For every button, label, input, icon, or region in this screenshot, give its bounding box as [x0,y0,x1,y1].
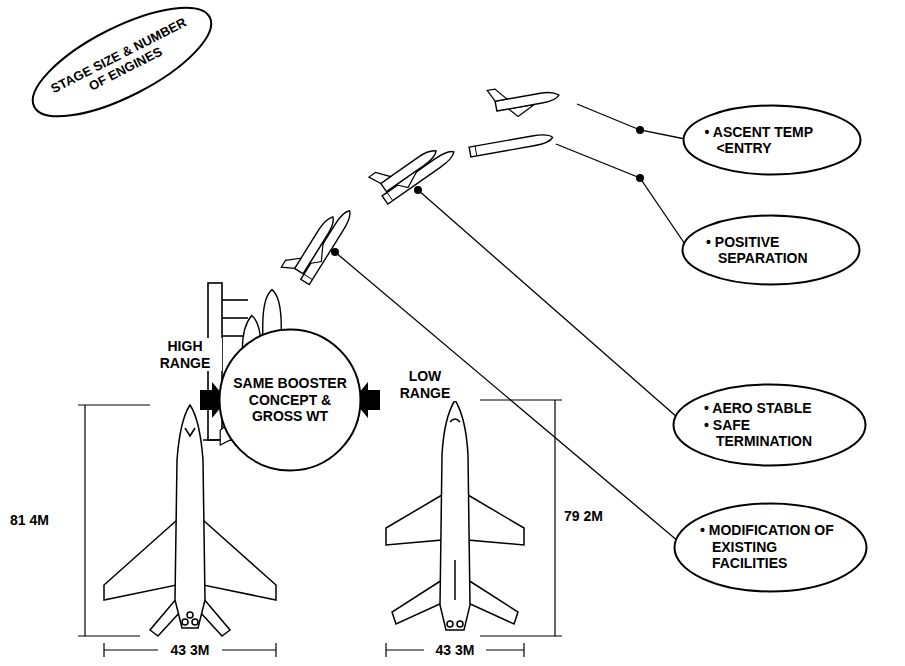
requirement-oval: • AERO STABLE• SAFE TERMINATION [672,383,867,467]
text-block: • AERO STABLE• SAFE TERMINATION [704,400,834,450]
text-block: SAME BOOSTER CONCEPT & GROSS WT [231,375,349,425]
text-block: • MODIFICATION OF EXISTING FACILITIES [700,522,840,572]
requirement-oval: • MODIFICATION OF EXISTING FACILITIES [673,502,868,593]
node-text: • MODIFICATION OF EXISTING FACILITIES [700,522,840,572]
oval-outline [681,214,861,286]
node-text: • SAFE TERMINATION [704,417,834,450]
concept-circle: SAME BOOSTER CONCEPT & GROSS WT [218,328,362,472]
range-label: LOW RANGE [392,368,458,401]
topic-oval: STAGE SIZE & NUMBER OF ENGINES [17,0,228,139]
dimension-label: 43 3M [434,642,477,659]
oval-outline [682,104,862,176]
text-block: • ASCENT TEMP <ENTRY [705,124,840,157]
oval-outline [672,383,867,467]
node-text: SAME BOOSTER CONCEPT & GROSS WT [231,375,349,425]
leader-lines [335,104,690,547]
node-text: • ASCENT TEMP <ENTRY [705,124,840,157]
dimension-label: 79 2M [562,508,605,525]
leader-dots [331,126,644,256]
requirement-oval: • POSITIVE SEPARATION [681,214,861,286]
low-range-vehicle [386,400,524,630]
range-label: HIGH RANGE [148,338,222,371]
node-text: • AERO STABLE [704,400,834,417]
text-block: • POSITIVE SEPARATION [706,234,836,267]
dimension-label: 43 3M [169,642,212,659]
node-text: • POSITIVE SEPARATION [706,234,836,267]
requirement-oval: • ASCENT TEMP <ENTRY [682,104,862,176]
dimension-label: 81 4M [8,512,51,529]
